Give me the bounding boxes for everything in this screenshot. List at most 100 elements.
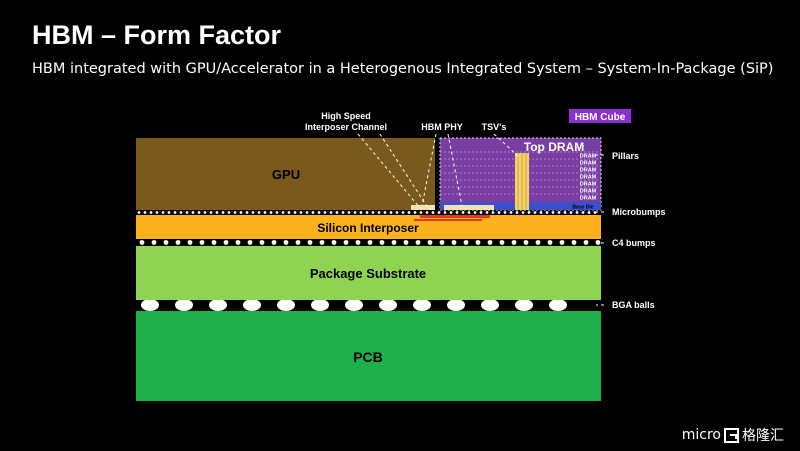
tsvs-label: TSV's	[482, 122, 507, 132]
microbump	[245, 211, 249, 214]
dram-layer-label: DRAM	[580, 154, 597, 160]
bga-ball	[481, 299, 499, 311]
c4-bump	[343, 240, 349, 245]
microbump	[233, 211, 237, 214]
c4-bump	[523, 240, 529, 245]
c4-bump	[379, 240, 385, 245]
microbump	[389, 211, 393, 214]
microbump	[305, 211, 309, 214]
c4-bump	[511, 240, 517, 245]
bga-ball	[175, 299, 193, 311]
bga-ball	[141, 299, 159, 311]
c4-bump	[487, 240, 493, 245]
c4-bump	[391, 240, 397, 245]
package-substrate-layer	[136, 246, 601, 300]
interposer-channel-label-line2: Interposer Channel	[305, 122, 387, 132]
c4-bump	[295, 240, 301, 245]
microbump	[299, 211, 303, 214]
c4-bump	[199, 240, 205, 245]
microbump	[155, 211, 159, 214]
slide-title: HBM – Form Factor	[32, 20, 282, 50]
hbm-phy-block	[444, 205, 494, 210]
c4-bump	[319, 240, 325, 245]
silicon-interposer-layer	[136, 215, 601, 239]
microbump	[371, 211, 375, 214]
microbump	[545, 211, 549, 214]
c4-bumps-label: C4 bumps	[612, 238, 656, 248]
dram-layer-label: DRAM	[580, 189, 597, 195]
microbump	[221, 211, 225, 214]
interposer-channel-label-line1: High Speed	[321, 111, 371, 121]
bga-ball	[447, 299, 465, 311]
c4-bump	[307, 240, 313, 245]
microbumps-row	[137, 211, 597, 214]
microbump	[491, 211, 495, 214]
microbump	[341, 211, 345, 214]
microbump	[431, 211, 435, 214]
c4-bump	[331, 240, 337, 245]
c4-bump	[439, 240, 445, 245]
microbump	[533, 211, 537, 214]
microbump	[347, 211, 351, 214]
gpu-phy-block	[411, 205, 435, 210]
microbump	[353, 211, 357, 214]
logo-suffix: 格隆汇	[742, 428, 784, 444]
logo-mark-icon	[724, 427, 739, 443]
microbump	[401, 211, 405, 214]
pcb-layer	[136, 311, 601, 401]
microbump	[287, 211, 291, 214]
microbump	[377, 211, 381, 214]
microbump	[197, 211, 201, 214]
c4-bump	[415, 240, 421, 245]
top-dram-label: Top DRAM	[524, 140, 584, 154]
microbump	[335, 211, 339, 214]
microbump	[257, 211, 261, 214]
silicon-interposer-label: Silicon Interposer	[317, 221, 419, 235]
microbump	[203, 211, 207, 214]
pillars-label: Pillars	[612, 151, 639, 161]
dram-layer-label: DRAM	[580, 175, 597, 181]
package-substrate-label: Package Substrate	[310, 266, 426, 281]
microbump	[521, 211, 525, 214]
hbm-cube-badge	[569, 109, 631, 123]
gpu-label: GPU	[272, 167, 300, 182]
microbump	[557, 211, 561, 214]
slide-subtitle: HBM integrated with GPU/Accelerator in a…	[32, 61, 774, 77]
microbump	[179, 211, 183, 214]
microbump	[467, 211, 471, 214]
microbump	[539, 211, 543, 214]
c4-bump	[427, 240, 433, 245]
microbump	[443, 211, 447, 214]
microbump	[149, 211, 153, 214]
dram-layer-label: DRAM	[580, 161, 597, 167]
microbump	[167, 211, 171, 214]
microbump	[587, 211, 591, 214]
pcb-label: PCB	[353, 349, 383, 365]
bga-ball	[345, 299, 363, 311]
bga-balls-row	[141, 299, 567, 311]
microbump	[407, 211, 411, 214]
microbump	[473, 211, 477, 214]
microbump	[485, 211, 489, 214]
c4-bump	[247, 240, 253, 245]
microbump	[551, 211, 555, 214]
c4-bump	[235, 240, 241, 245]
microbump	[161, 211, 165, 214]
c4-bump	[571, 240, 577, 245]
microbump	[515, 211, 519, 214]
callout-lines	[357, 133, 604, 306]
bga-ball	[515, 299, 533, 311]
microbump	[323, 211, 327, 214]
base-die-label: Base Die	[572, 205, 593, 211]
microbump	[173, 211, 177, 214]
microbump	[413, 211, 417, 214]
c4-bump	[463, 240, 469, 245]
microbump	[359, 211, 363, 214]
microbump	[497, 211, 501, 214]
hbm-phy-label: HBM PHY	[421, 122, 463, 132]
c4-bump	[151, 240, 157, 245]
c4-bump	[187, 240, 193, 245]
microbump	[437, 211, 441, 214]
microbump	[455, 211, 459, 214]
microbump	[365, 211, 369, 214]
